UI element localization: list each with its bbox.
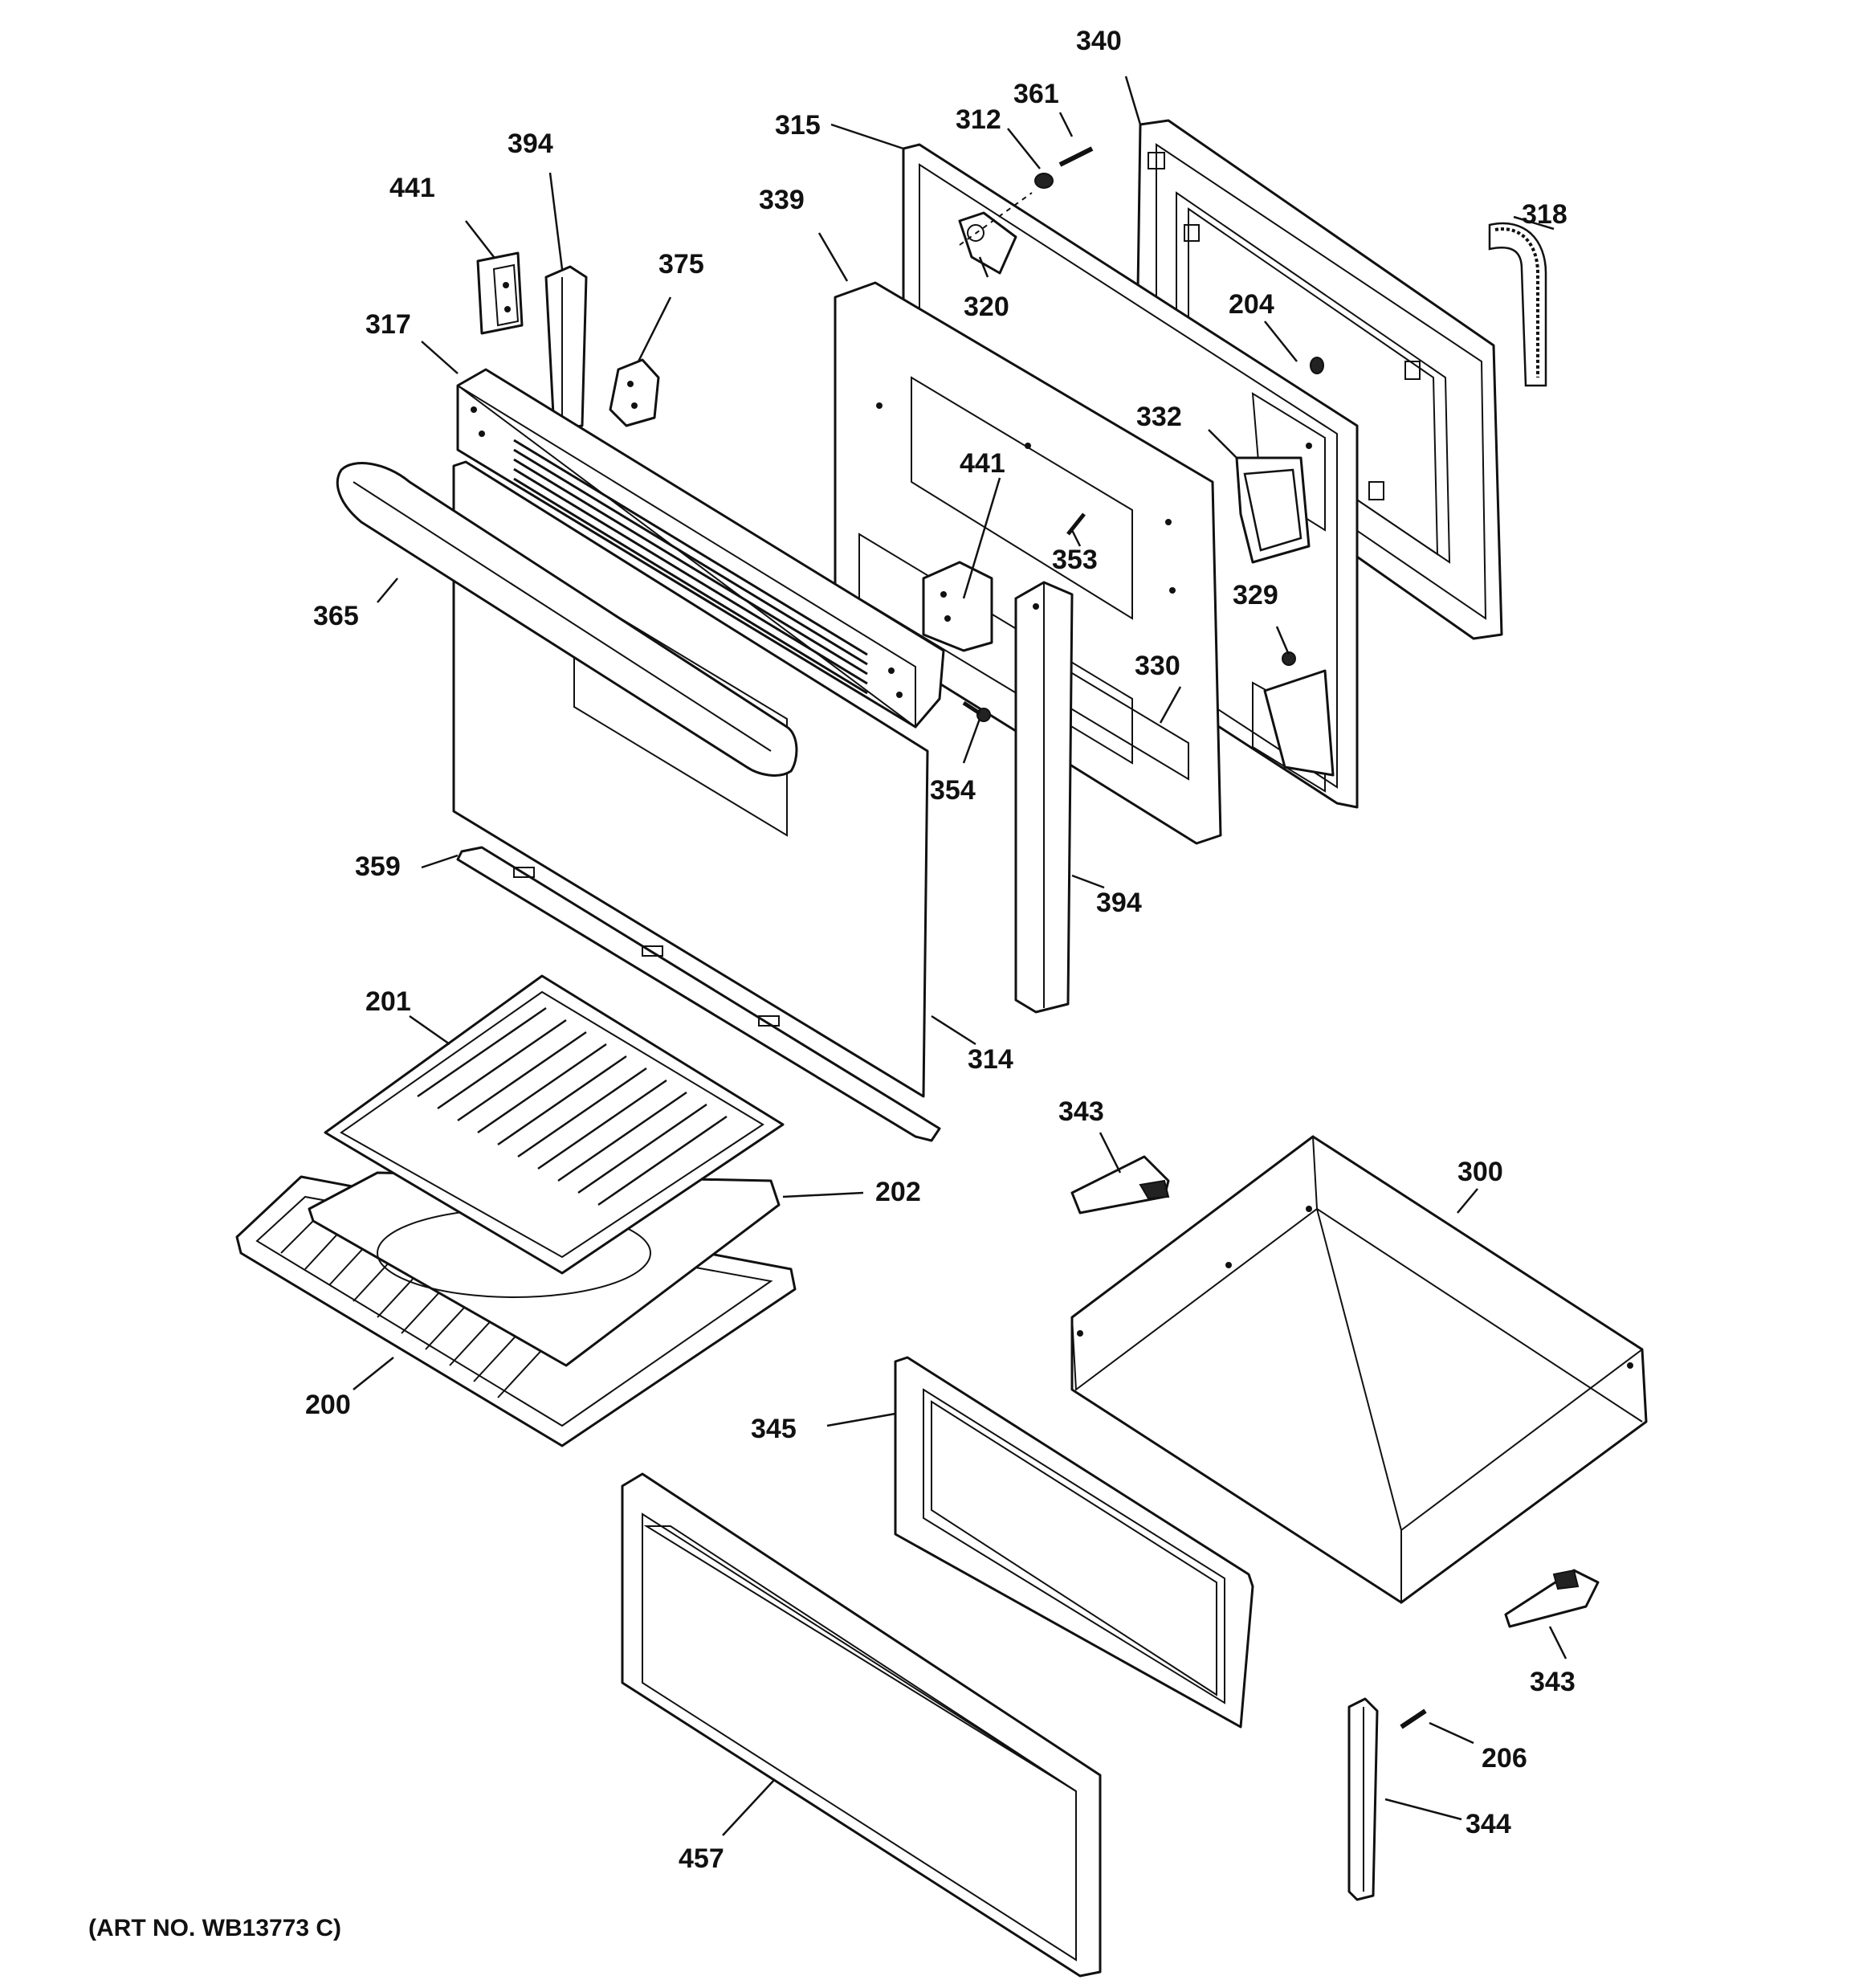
drawer-front-panel-457: [621, 1472, 1102, 1978]
drawer-rail-344: [1347, 1697, 1379, 1901]
callout-339: 339: [759, 185, 805, 215]
callout-314: 314: [968, 1044, 1013, 1075]
callout-206: 206: [1482, 1743, 1527, 1774]
callout-315: 315: [775, 110, 821, 141]
callout-457: 457: [679, 1843, 724, 1874]
door-side-trim-394-top: [544, 265, 588, 431]
callout-394: 394: [1096, 888, 1142, 918]
outer-door-frame-340: [1135, 119, 1503, 640]
callout-312: 312: [956, 104, 1001, 135]
callout-344: 344: [1466, 1809, 1511, 1839]
callout-343-left: 343: [1058, 1096, 1104, 1127]
door-hinge-hardware: [958, 146, 1094, 275]
door-side-trim-394: [1014, 581, 1074, 1014]
hinge-bracket-441-door: [922, 561, 993, 652]
drawer-slide-343-right: [1504, 1569, 1600, 1628]
callout-318: 318: [1522, 199, 1567, 230]
callout-441-door: 441: [960, 448, 1005, 479]
callout-354: 354: [930, 775, 976, 806]
callout-320: 320: [964, 292, 1009, 322]
callout-labels: 340 361 312 315 394 441 339 318 375 320 …: [305, 26, 1576, 1874]
broiler-grid-202: [308, 1171, 781, 1367]
callout-345: 345: [751, 1414, 797, 1444]
screw-206: [1400, 1708, 1427, 1729]
callout-361: 361: [1013, 79, 1059, 109]
door-handle-365: [336, 462, 798, 777]
callout-329: 329: [1233, 580, 1278, 610]
callout-317: 317: [365, 309, 411, 340]
callout-340: 340: [1076, 26, 1122, 56]
door-bottom-trim-359: [456, 846, 941, 1142]
drawer-slide-343-left: [1070, 1155, 1170, 1214]
callout-330: 330: [1135, 651, 1180, 681]
callout-332: 332: [1136, 402, 1182, 432]
hinge-bracket-441: [476, 251, 524, 335]
vent-trim-317: [456, 368, 945, 729]
door-side-bracket-332: [1235, 357, 1335, 777]
callout-375: 375: [658, 249, 704, 280]
drawer-inner-panel-345: [894, 1356, 1254, 1729]
callout-365: 365: [313, 601, 359, 631]
bracket-375: [609, 358, 660, 427]
callout-353: 353: [1052, 545, 1098, 575]
storage-drawer-300: [1070, 1135, 1648, 1604]
screws-353-354: [962, 512, 1086, 722]
callout-300: 300: [1457, 1157, 1503, 1187]
callout-204: 204: [1229, 289, 1274, 320]
callout-202: 202: [875, 1177, 921, 1207]
callout-343-right: 343: [1530, 1667, 1576, 1697]
callout-394-top: 394: [508, 129, 553, 159]
leader-lines: [353, 76, 1567, 1836]
callout-201: 201: [365, 986, 411, 1017]
door-gasket-318: [1488, 222, 1547, 387]
broiler-pan-201: [324, 974, 785, 1275]
callout-359: 359: [355, 851, 401, 882]
art-number: (ART NO. WB13773 C): [88, 1915, 341, 1941]
callout-441-top: 441: [389, 173, 435, 203]
callout-200: 200: [305, 1390, 351, 1420]
